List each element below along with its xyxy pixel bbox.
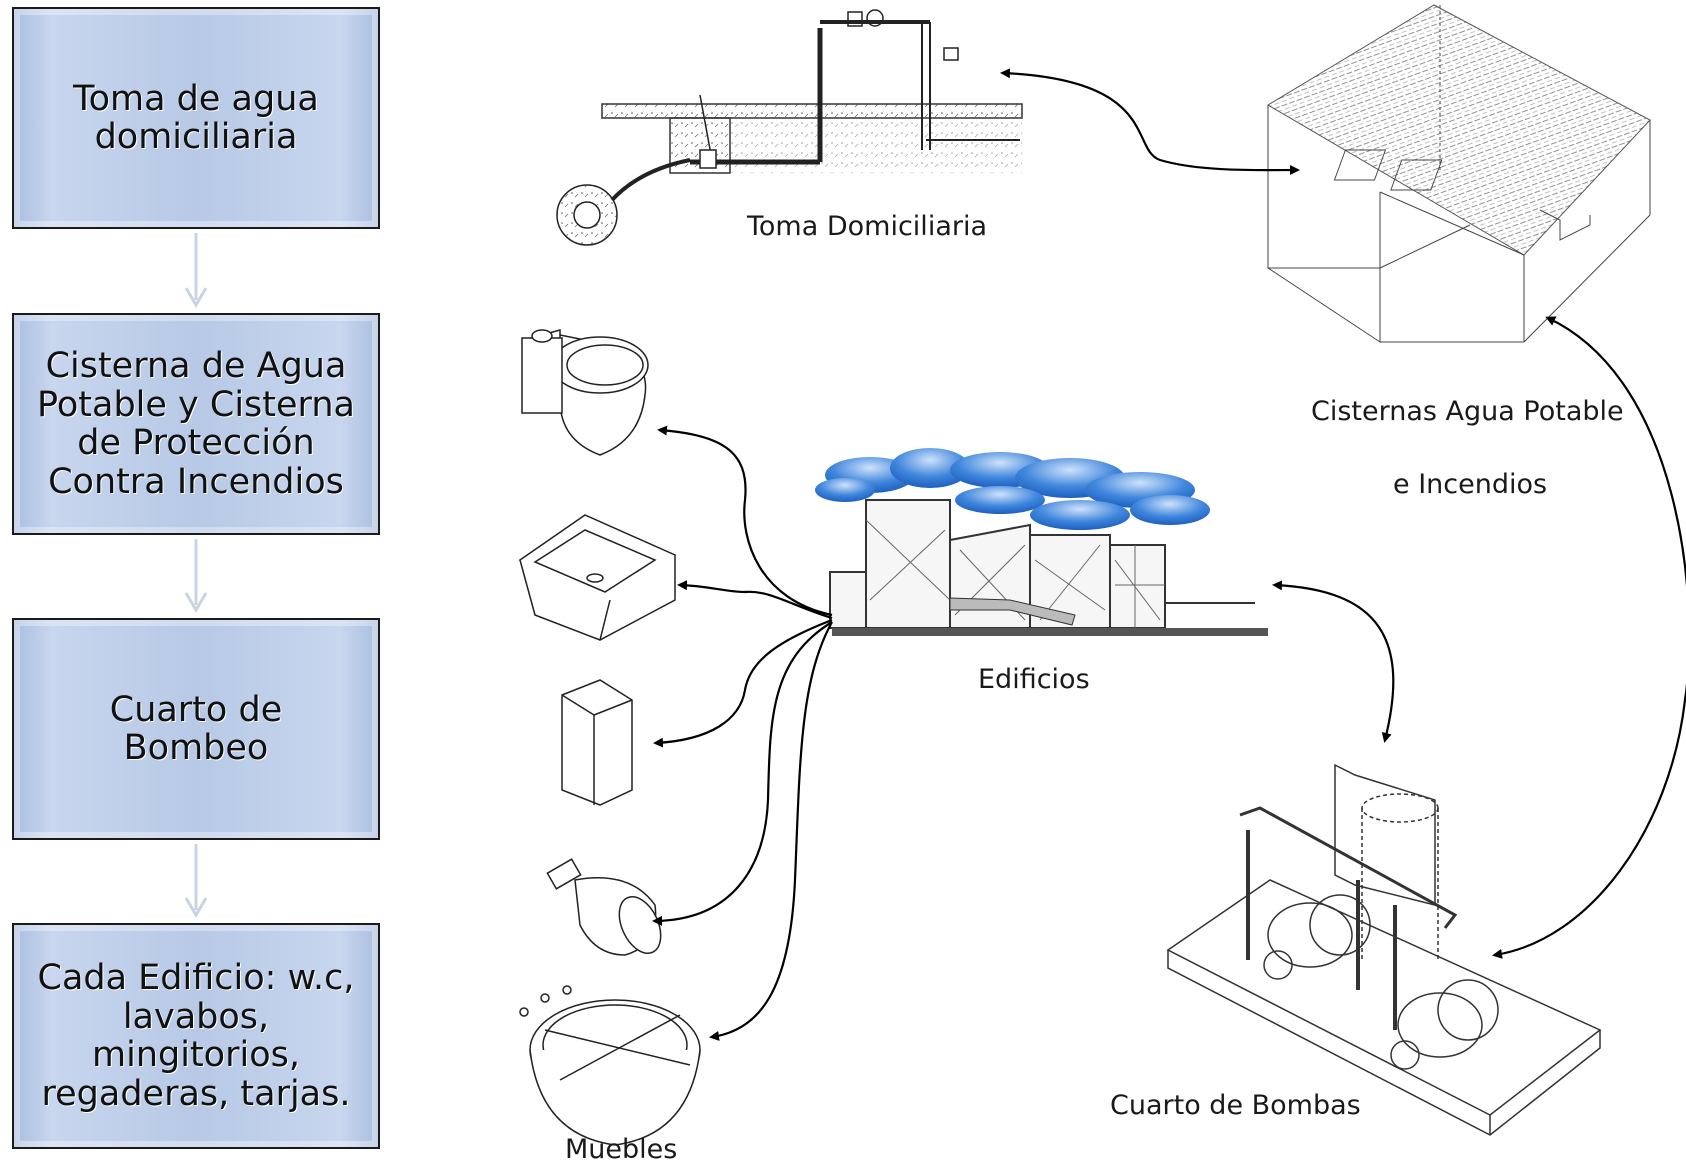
cuarto-bombas-drawing <box>1166 763 1602 1136</box>
arrow-edificios-bombas <box>1272 580 1395 743</box>
flow-step-edificio: Cada Edificio: w.c, lavabos, mingitorios… <box>12 923 380 1149</box>
cisternas-drawing <box>1267 4 1651 343</box>
flow-step-toma: Toma de agua domiciliaria <box>12 7 380 229</box>
flow-step-cisterna: Cisterna de Agua Potable y Cisterna de P… <box>12 313 380 535</box>
flow-step-label: Cuarto de Bombeo <box>109 689 283 768</box>
toma-domiciliaria-drawing <box>556 9 1023 246</box>
shower-head-icon <box>546 858 662 956</box>
label-edificios: Edificios <box>978 664 1090 695</box>
sky-clouds <box>815 448 1210 530</box>
flow-arrows <box>184 233 208 918</box>
label-cisternas-line2: e Incendios <box>1393 469 1548 500</box>
toilet-icon <box>521 329 649 456</box>
flow-arrow <box>184 844 208 918</box>
urinal-icon <box>561 679 633 806</box>
label-cisternas-line1: Cisternas Agua Potable <box>1311 396 1624 427</box>
arrow-cisternas-bombas <box>1492 316 1686 959</box>
muebles-icons <box>518 329 701 1146</box>
sink-icon <box>518 514 677 641</box>
arrow-edificio-urinal <box>653 618 833 748</box>
flow-arrow <box>184 233 208 308</box>
label-cuarto-bombas: Cuarto de Bombas <box>1110 1090 1361 1121</box>
arrow-edificio-shower <box>652 621 833 926</box>
flow-step-label: Cada Edificio: w.c, lavabos, mingitorios… <box>37 958 355 1114</box>
edificios-drawing <box>815 448 1268 636</box>
arrow-edificio-toilet <box>657 425 833 617</box>
vessel-sink-icon <box>519 985 701 1146</box>
label-muebles: Muebles <box>565 1134 678 1165</box>
label-toma-domiciliaria: Toma Domiciliaria <box>747 211 988 242</box>
arrow-toma-cisternas <box>1000 68 1300 176</box>
flow-step-label: Cisterna de Agua Potable y Cisterna de P… <box>37 346 355 502</box>
arrow-edificio-sink <box>677 580 833 620</box>
connection-arrows <box>652 68 1686 1041</box>
flow-step-label: Toma de agua domiciliaria <box>73 78 319 157</box>
flow-step-cuarto-bombeo: Cuarto de Bombeo <box>12 618 380 840</box>
arrow-edificio-vessel <box>709 621 833 1041</box>
flow-arrow <box>184 539 208 613</box>
